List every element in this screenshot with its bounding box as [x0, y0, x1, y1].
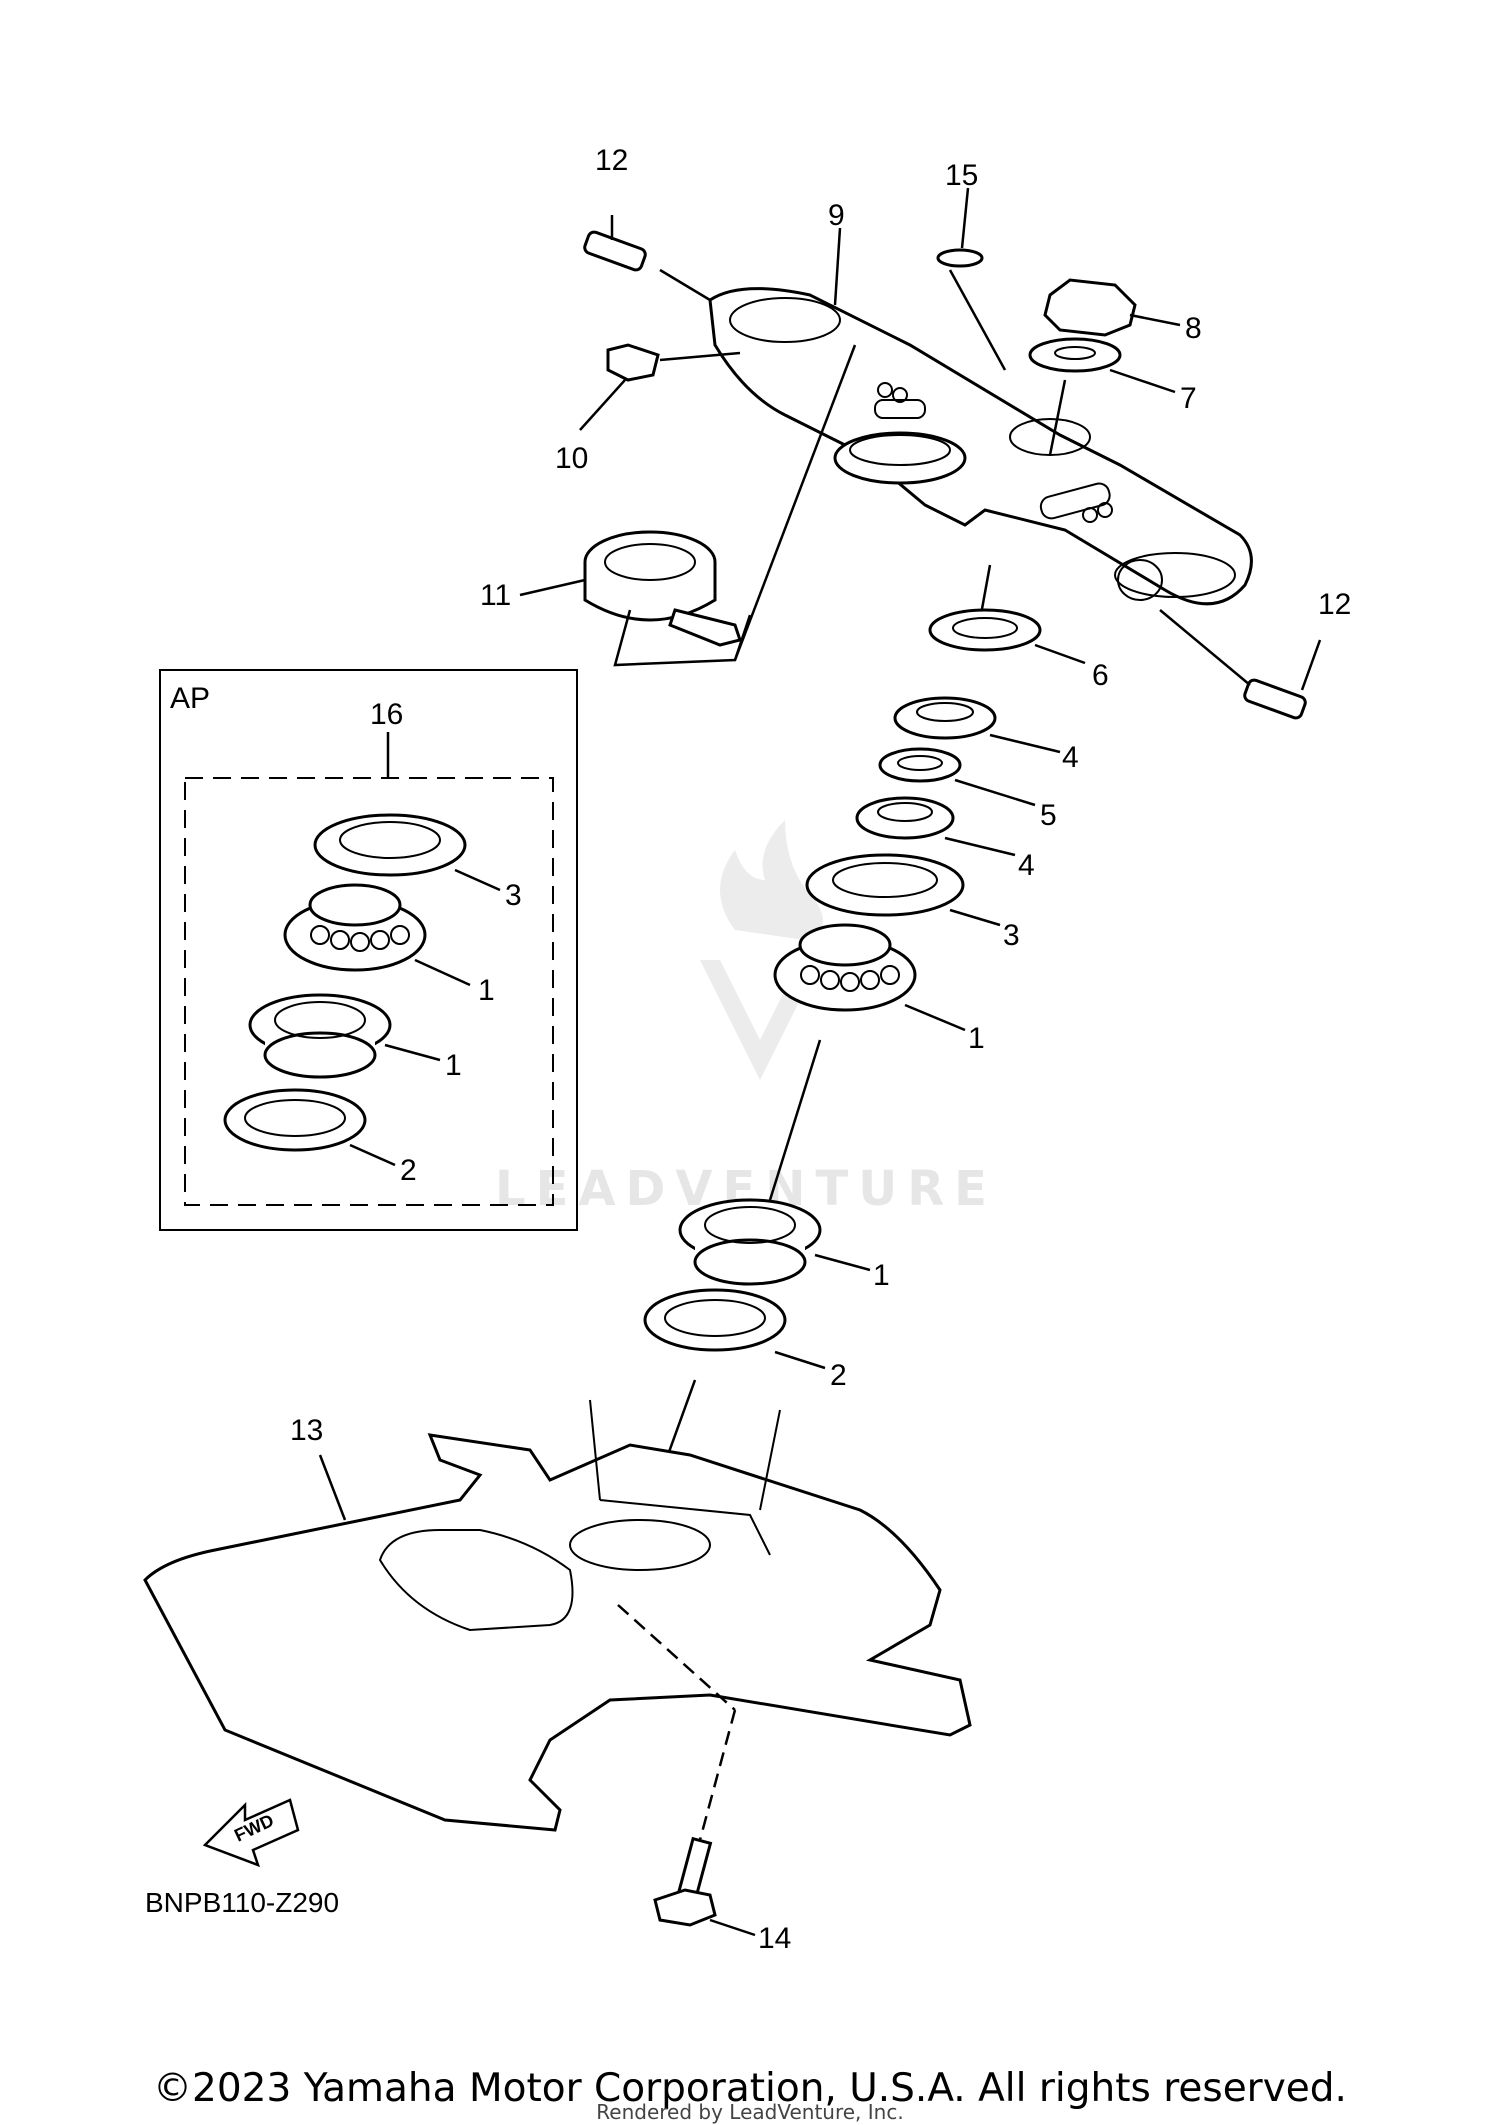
ap-callout-1a: 1: [478, 974, 495, 1007]
callout-5: 5: [1040, 799, 1057, 832]
callout-12-right: 12: [1318, 588, 1351, 621]
rendered-by-note: Rendered by LeadVenture, Inc.: [596, 2100, 904, 2124]
callout-1-upper: 1: [968, 1022, 985, 1055]
bearing-1-upper: 1: [773, 923, 985, 1055]
callout-4-upper: 4: [1062, 741, 1079, 774]
part-10: 10: [555, 343, 741, 475]
washer-7: 7: [1028, 337, 1197, 456]
callout-10: 10: [555, 442, 588, 475]
axis-line-mid: [768, 1039, 822, 1201]
bolt-12-right: 12: [1159, 588, 1351, 720]
callout-14: 14: [758, 1922, 791, 1955]
ap-callout-1b: 1: [445, 1049, 462, 1082]
ap-kit-box: AP 16 3 1 1 2: [159, 669, 578, 1231]
callout-16: 16: [370, 698, 403, 731]
callout-11: 11: [480, 579, 511, 612]
o-ring-15: 15: [936, 159, 1007, 371]
bearing-1-lower: 1: [678, 1198, 890, 1292]
ap-label: AP: [170, 682, 210, 715]
bolt-14: 14: [653, 1836, 791, 1955]
callout-9: 9: [828, 199, 845, 232]
diagram-code: BNPB110-Z290: [145, 1887, 339, 1918]
ring-nut-4-upper: 4: [893, 696, 1079, 774]
callout-13: 13: [290, 1414, 323, 1447]
callout-4-lower: 4: [1018, 849, 1035, 882]
under-bracket-cover-13: 13: [143, 1399, 972, 1841]
cover-11: 11: [480, 344, 857, 667]
callout-15: 15: [945, 159, 978, 192]
lock-washer-6: 6: [928, 608, 1109, 692]
fwd-arrow-icon: FWD: [202, 1798, 300, 1868]
seal-2: 2: [643, 1288, 847, 1392]
callout-2: 2: [830, 1359, 847, 1392]
callout-6: 6: [1092, 659, 1109, 692]
callout-3: 3: [1003, 919, 1020, 952]
bolt-12-left: 12: [583, 144, 711, 302]
ap-callout-3: 3: [505, 879, 522, 912]
ap-callout-2: 2: [400, 1154, 417, 1187]
copyright-notice: ©2023 Yamaha Motor Corporation, U.S.A. A…: [153, 2066, 1347, 2111]
ring-nut-4-lower: 4: [855, 796, 1035, 882]
nut-8: 8: [1043, 278, 1202, 345]
callout-8: 8: [1185, 312, 1202, 345]
callout-7: 7: [1180, 382, 1197, 415]
callout-1-lower: 1: [873, 1259, 890, 1292]
washer-5: 5: [878, 747, 1057, 832]
callout-12-left: 12: [595, 144, 628, 177]
dust-seal-3: 3: [805, 853, 1020, 952]
